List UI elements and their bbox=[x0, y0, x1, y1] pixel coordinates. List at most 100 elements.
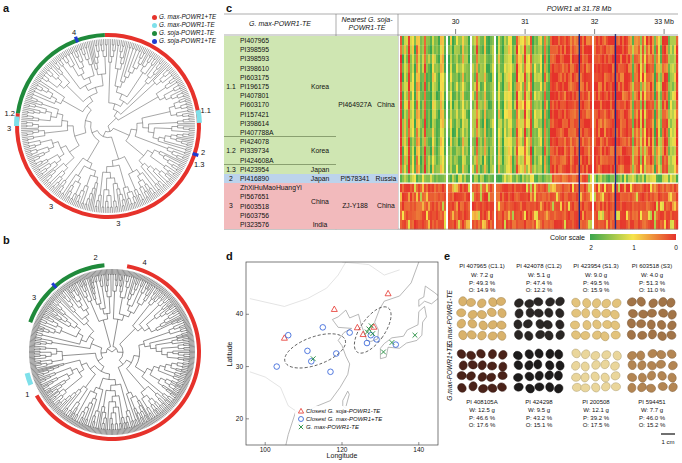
heatmap-cell bbox=[634, 64, 636, 73]
heatmap-cell bbox=[408, 45, 410, 54]
tree-branch bbox=[176, 138, 193, 141]
heatmap-cell bbox=[462, 64, 464, 73]
tree-branch bbox=[187, 107, 193, 108]
tree-branch bbox=[189, 361, 194, 362]
heatmap-cell bbox=[558, 64, 560, 73]
heatmap-cell bbox=[452, 54, 454, 63]
heatmap-cell bbox=[564, 45, 566, 54]
tree-branch bbox=[107, 196, 109, 202]
heatmap-cell bbox=[428, 64, 430, 73]
tree-branch bbox=[103, 309, 107, 314]
tree-branch bbox=[35, 349, 41, 350]
tree-branch bbox=[63, 174, 78, 193]
tree-branch bbox=[178, 347, 184, 349]
heatmap-cell bbox=[610, 45, 612, 54]
heatmap-cell bbox=[658, 36, 660, 45]
tree-branch bbox=[96, 201, 98, 207]
tree-branch bbox=[78, 333, 83, 340]
tree-branch bbox=[189, 129, 195, 130]
heatmap-cell bbox=[446, 54, 448, 63]
heatmap-cell bbox=[550, 54, 552, 63]
heatmap-cell bbox=[410, 36, 412, 45]
heatmap-cell bbox=[552, 45, 554, 54]
heatmap-cell bbox=[418, 54, 420, 63]
tree-branch bbox=[108, 269, 109, 275]
heatmap-cell bbox=[518, 36, 520, 45]
tree-branch bbox=[141, 390, 145, 397]
tree-branch bbox=[128, 410, 133, 421]
tree-branch bbox=[35, 352, 41, 353]
heatmap-cell bbox=[528, 64, 530, 73]
tree-branch bbox=[189, 341, 195, 342]
tree-branch bbox=[189, 119, 195, 120]
heatmap-cell bbox=[540, 36, 542, 45]
tree-branch bbox=[30, 343, 35, 344]
heatmap-cell bbox=[622, 45, 624, 54]
tree-branch bbox=[109, 275, 111, 297]
tree-branch bbox=[29, 140, 41, 142]
tree-branch bbox=[75, 45, 77, 51]
tree-branch bbox=[116, 384, 128, 411]
tree-branch bbox=[29, 349, 35, 350]
heatmap-cell bbox=[410, 45, 412, 54]
tree-branch bbox=[149, 123, 178, 128]
tree-branch bbox=[143, 163, 149, 167]
tree-branch bbox=[135, 189, 139, 194]
heatmap-cell bbox=[428, 54, 430, 63]
heatmap-cell bbox=[562, 36, 564, 45]
tree-branch bbox=[110, 57, 112, 63]
tree-branch bbox=[167, 352, 173, 354]
tree-branch bbox=[107, 207, 108, 213]
heatmap-cell bbox=[602, 64, 604, 73]
heatmap-cell bbox=[582, 45, 584, 54]
tree-branch bbox=[183, 338, 188, 340]
heatmap-cell bbox=[414, 36, 416, 45]
tree-branch bbox=[87, 96, 93, 105]
tree-branch bbox=[28, 137, 34, 139]
heatmap-cell bbox=[632, 54, 634, 63]
tree-branch bbox=[62, 391, 66, 396]
heatmap-cell bbox=[560, 45, 562, 54]
tree-branch bbox=[94, 288, 96, 294]
tree-branch bbox=[108, 126, 110, 131]
heatmap-cell bbox=[452, 36, 454, 45]
tree-branch bbox=[106, 429, 107, 435]
tree-branch bbox=[113, 45, 114, 51]
tree-branch bbox=[162, 386, 167, 390]
tree-branch bbox=[189, 361, 195, 362]
tree-branch bbox=[29, 353, 35, 354]
tree-branch bbox=[29, 350, 35, 351]
heatmap-cell bbox=[620, 45, 622, 54]
tree-branch bbox=[177, 364, 182, 367]
tree-branch bbox=[139, 46, 142, 51]
tree-branch bbox=[104, 412, 106, 418]
tree-branch bbox=[78, 196, 80, 202]
tree-branch bbox=[130, 191, 134, 196]
tree-branch bbox=[166, 390, 171, 394]
heatmap-cell bbox=[638, 54, 640, 63]
tree-branch bbox=[55, 331, 61, 334]
tree-branch bbox=[116, 407, 120, 423]
tree-branch bbox=[110, 269, 111, 275]
heatmap-cell bbox=[422, 54, 424, 63]
tree-branch bbox=[82, 62, 84, 68]
heatmap-cell bbox=[458, 45, 460, 54]
tree-branch bbox=[39, 163, 50, 169]
heatmap-cell bbox=[634, 54, 636, 63]
tree-branch bbox=[21, 132, 33, 133]
tree-branch bbox=[167, 161, 172, 165]
heatmap-cell bbox=[542, 45, 544, 54]
tree-branch bbox=[63, 58, 68, 63]
tree-branch bbox=[103, 390, 110, 406]
heatmap-cell bbox=[424, 54, 426, 63]
heatmap-cell bbox=[666, 45, 668, 54]
tree-branch bbox=[98, 276, 100, 281]
tree-branch bbox=[53, 321, 58, 325]
heatmap-cell bbox=[644, 45, 646, 54]
heatmap-cell bbox=[638, 64, 640, 73]
tree-branch bbox=[72, 306, 76, 311]
heatmap-cell bbox=[570, 64, 572, 73]
heatmap-cell bbox=[420, 36, 422, 45]
tree-branch bbox=[113, 39, 114, 45]
heatmap-cell bbox=[548, 36, 550, 45]
